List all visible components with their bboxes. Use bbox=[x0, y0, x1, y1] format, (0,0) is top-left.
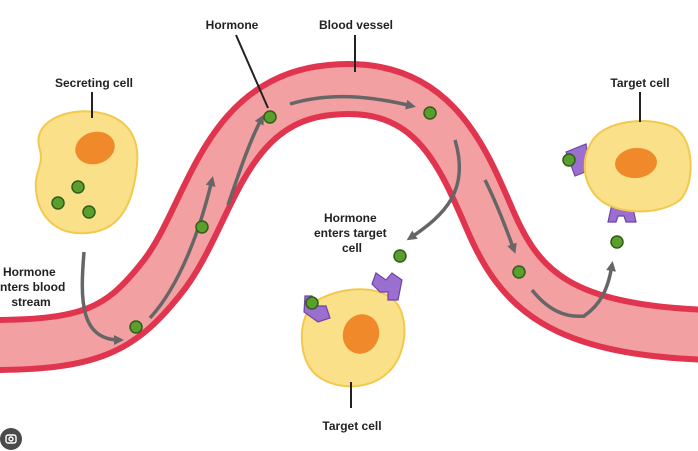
secreting-cell bbox=[34, 110, 139, 235]
hormone-dot bbox=[129, 320, 143, 334]
vessel-lumen bbox=[0, 67, 698, 367]
target-cell-right bbox=[562, 120, 692, 249]
leader-hormone bbox=[235, 34, 269, 109]
label-target-cell-right: Target cell bbox=[610, 76, 669, 90]
hormone-dot bbox=[51, 196, 65, 210]
hormone-dot bbox=[71, 180, 85, 194]
hormone-dot bbox=[562, 153, 576, 167]
label-enters-target: Hormone enters target cell bbox=[314, 211, 390, 255]
label-hormone: Hormone bbox=[206, 18, 259, 32]
hormone-dot bbox=[195, 220, 209, 234]
flow-arrow-descend bbox=[483, 179, 517, 254]
leader-lines bbox=[91, 34, 641, 408]
flow-arrow-upper bbox=[226, 114, 264, 206]
hormone-dot bbox=[423, 106, 437, 120]
nucleus bbox=[615, 147, 657, 179]
label-line: cell bbox=[342, 241, 362, 255]
label-line: Hormone bbox=[324, 211, 377, 225]
blood-vessel bbox=[0, 61, 698, 373]
label-blood-vessel: Blood vessel bbox=[319, 18, 393, 32]
secretion-arrow bbox=[80, 251, 124, 345]
hormone-dot bbox=[263, 110, 277, 124]
hormone-dot bbox=[82, 205, 96, 219]
hormone-dot bbox=[610, 235, 624, 249]
label-line: Hormone bbox=[3, 265, 56, 279]
lens-icon-glyph bbox=[5, 434, 17, 444]
label-target-cell-bottom: Target cell bbox=[322, 419, 381, 433]
nucleus bbox=[342, 314, 380, 354]
label-line: stream bbox=[11, 295, 50, 309]
hormone-dot bbox=[305, 296, 319, 310]
hormone-dot bbox=[393, 249, 407, 263]
exit-arrow-down bbox=[406, 139, 462, 241]
label-enters-blood: Hormone enters blood stream bbox=[0, 265, 69, 309]
label-line: enters target bbox=[314, 226, 387, 240]
exit-arrow-up bbox=[582, 261, 616, 318]
flow-arrow-bottom bbox=[530, 288, 586, 319]
flow-arrows bbox=[148, 94, 586, 320]
nucleus bbox=[75, 131, 115, 165]
receptor bbox=[371, 272, 403, 301]
flow-arrow-top bbox=[289, 94, 416, 110]
hormone-dot bbox=[512, 265, 526, 279]
flow-arrow-rise bbox=[148, 176, 216, 320]
lens-icon[interactable] bbox=[0, 428, 22, 450]
label-secreting-cell: Secreting cell bbox=[55, 76, 133, 90]
target-cell-bottom bbox=[300, 249, 407, 388]
label-line: enters blood bbox=[0, 280, 65, 294]
hormones-in-vessel bbox=[129, 106, 526, 334]
